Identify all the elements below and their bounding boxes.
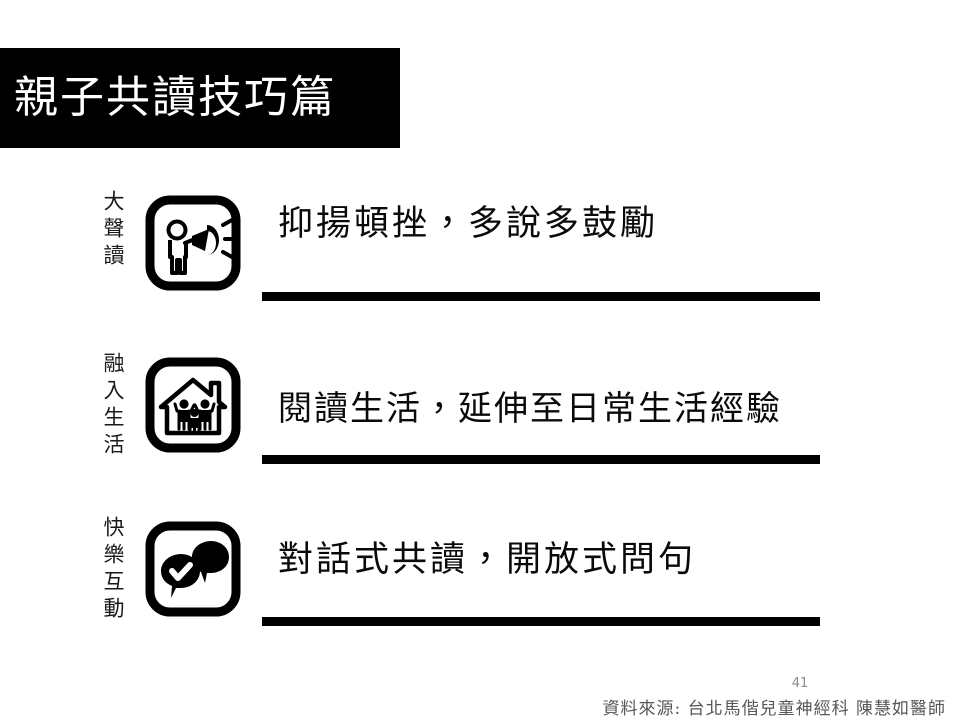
- source-note: 資料來源: 台北馬偕兒童神經科 陳慧如醫師: [602, 699, 946, 719]
- page-title: 親子共讀技巧篇: [14, 72, 336, 123]
- title-banner: 親子共讀技巧篇: [0, 48, 400, 148]
- tip-underline-2: [262, 455, 820, 464]
- tip-label-vertical-1: 大聲讀: [101, 190, 125, 271]
- tip-statement-3: 對話式共讀，開放式問句: [278, 540, 697, 580]
- tip-label-vertical-3: 快樂互動: [101, 516, 125, 624]
- tip-underline-3: [262, 617, 820, 626]
- house-family-icon: [145, 357, 241, 453]
- page-number: 41: [791, 676, 809, 691]
- tip-statement-2: 閱讀生活，延伸至日常生活經驗: [278, 389, 782, 429]
- tip-statement-1: 抑揚頓挫，多說多鼓勵: [278, 204, 659, 244]
- speech-bubbles-check-icon: [145, 521, 241, 617]
- tip-underline-1: [262, 292, 820, 301]
- tip-label-vertical-2: 融入生活: [101, 352, 125, 460]
- megaphone-person-icon: [145, 195, 241, 291]
